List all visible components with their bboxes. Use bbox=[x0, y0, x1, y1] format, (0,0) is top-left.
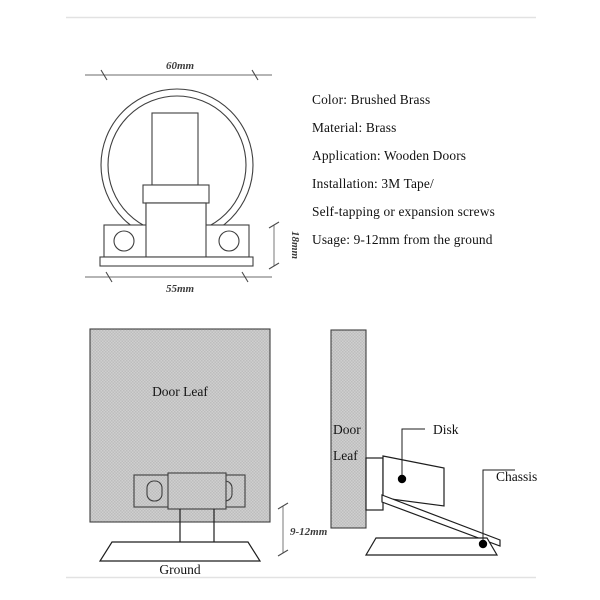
door-side-label-line2: Leaf bbox=[333, 448, 358, 463]
dim-18mm-label: 18mm bbox=[289, 231, 301, 260]
chassis-leader-dot bbox=[478, 539, 488, 549]
spec-line-material: Material: Brass bbox=[312, 120, 396, 135]
chassis-bar bbox=[381, 494, 501, 547]
dim-55mm-tick-right bbox=[241, 271, 249, 283]
screw-hole-left bbox=[113, 230, 135, 252]
dimension-55mm: 55mm bbox=[85, 271, 272, 295]
collar-block bbox=[142, 184, 210, 204]
dim-60mm-tick-right bbox=[251, 69, 259, 81]
door-front-view: Door Leaf Ground 9-12mm bbox=[89, 328, 328, 577]
door-leaf-label: Door Leaf bbox=[152, 384, 208, 399]
stopper-body bbox=[167, 472, 227, 510]
spec-line-usage: Usage: 9-12mm from the ground bbox=[312, 232, 493, 247]
body-block-through-base bbox=[145, 202, 207, 258]
ground-trapezoid-side bbox=[364, 537, 499, 556]
footer-strip bbox=[99, 256, 254, 267]
disk-leader-dot bbox=[397, 474, 407, 484]
dim-9-12mm-tick-top bbox=[277, 502, 289, 510]
spec-line-screws: Self-tapping or expansion screws bbox=[312, 204, 495, 219]
disk-leader bbox=[397, 428, 425, 484]
ground-trapezoid bbox=[98, 541, 262, 562]
chassis-leader bbox=[478, 469, 515, 549]
dimension-9-12mm: 9-12mm bbox=[277, 502, 328, 557]
ground-label: Ground bbox=[159, 562, 200, 577]
dim-55mm-tick-left bbox=[105, 271, 113, 283]
dim-9-12mm-tick-bottom bbox=[277, 549, 289, 557]
dimension-18mm: 18mm bbox=[268, 221, 301, 270]
dim-60mm-label: 60mm bbox=[166, 60, 195, 72]
dim-18mm-tick-bottom bbox=[268, 262, 280, 270]
chassis-label: Chassis bbox=[496, 469, 537, 484]
dimension-60mm: 60mm bbox=[85, 60, 272, 81]
front-elevation-view: 60mm 18mm bbox=[85, 60, 301, 295]
dim-55mm-label: 55mm bbox=[166, 283, 195, 295]
door-side-label-line1: Door bbox=[333, 422, 361, 437]
disk-leader-line bbox=[401, 428, 425, 478]
disk-label: Disk bbox=[433, 422, 459, 437]
spec-line-application: Application: Wooden Doors bbox=[312, 148, 466, 163]
stopper-screw-hole-left bbox=[146, 480, 163, 502]
door-leaf-column bbox=[330, 329, 367, 529]
door-side-view: Door Leaf Disk Chassis bbox=[330, 329, 537, 556]
specification-list: Color: Brushed Brass Material: Brass App… bbox=[312, 92, 495, 247]
dim-9-12mm-label: 9-12mm bbox=[290, 526, 328, 538]
dim-60mm-tick-left bbox=[100, 69, 108, 81]
screw-hole-right bbox=[218, 230, 240, 252]
center-post bbox=[151, 112, 199, 186]
mounting-bracket bbox=[365, 457, 384, 511]
chassis-leader-line bbox=[482, 469, 515, 543]
disk-plate bbox=[382, 455, 445, 507]
spec-line-installation: Installation: 3M Tape/ bbox=[312, 176, 434, 191]
spec-line-color: Color: Brushed Brass bbox=[312, 92, 430, 107]
dim-18mm-tick-top bbox=[268, 221, 280, 229]
